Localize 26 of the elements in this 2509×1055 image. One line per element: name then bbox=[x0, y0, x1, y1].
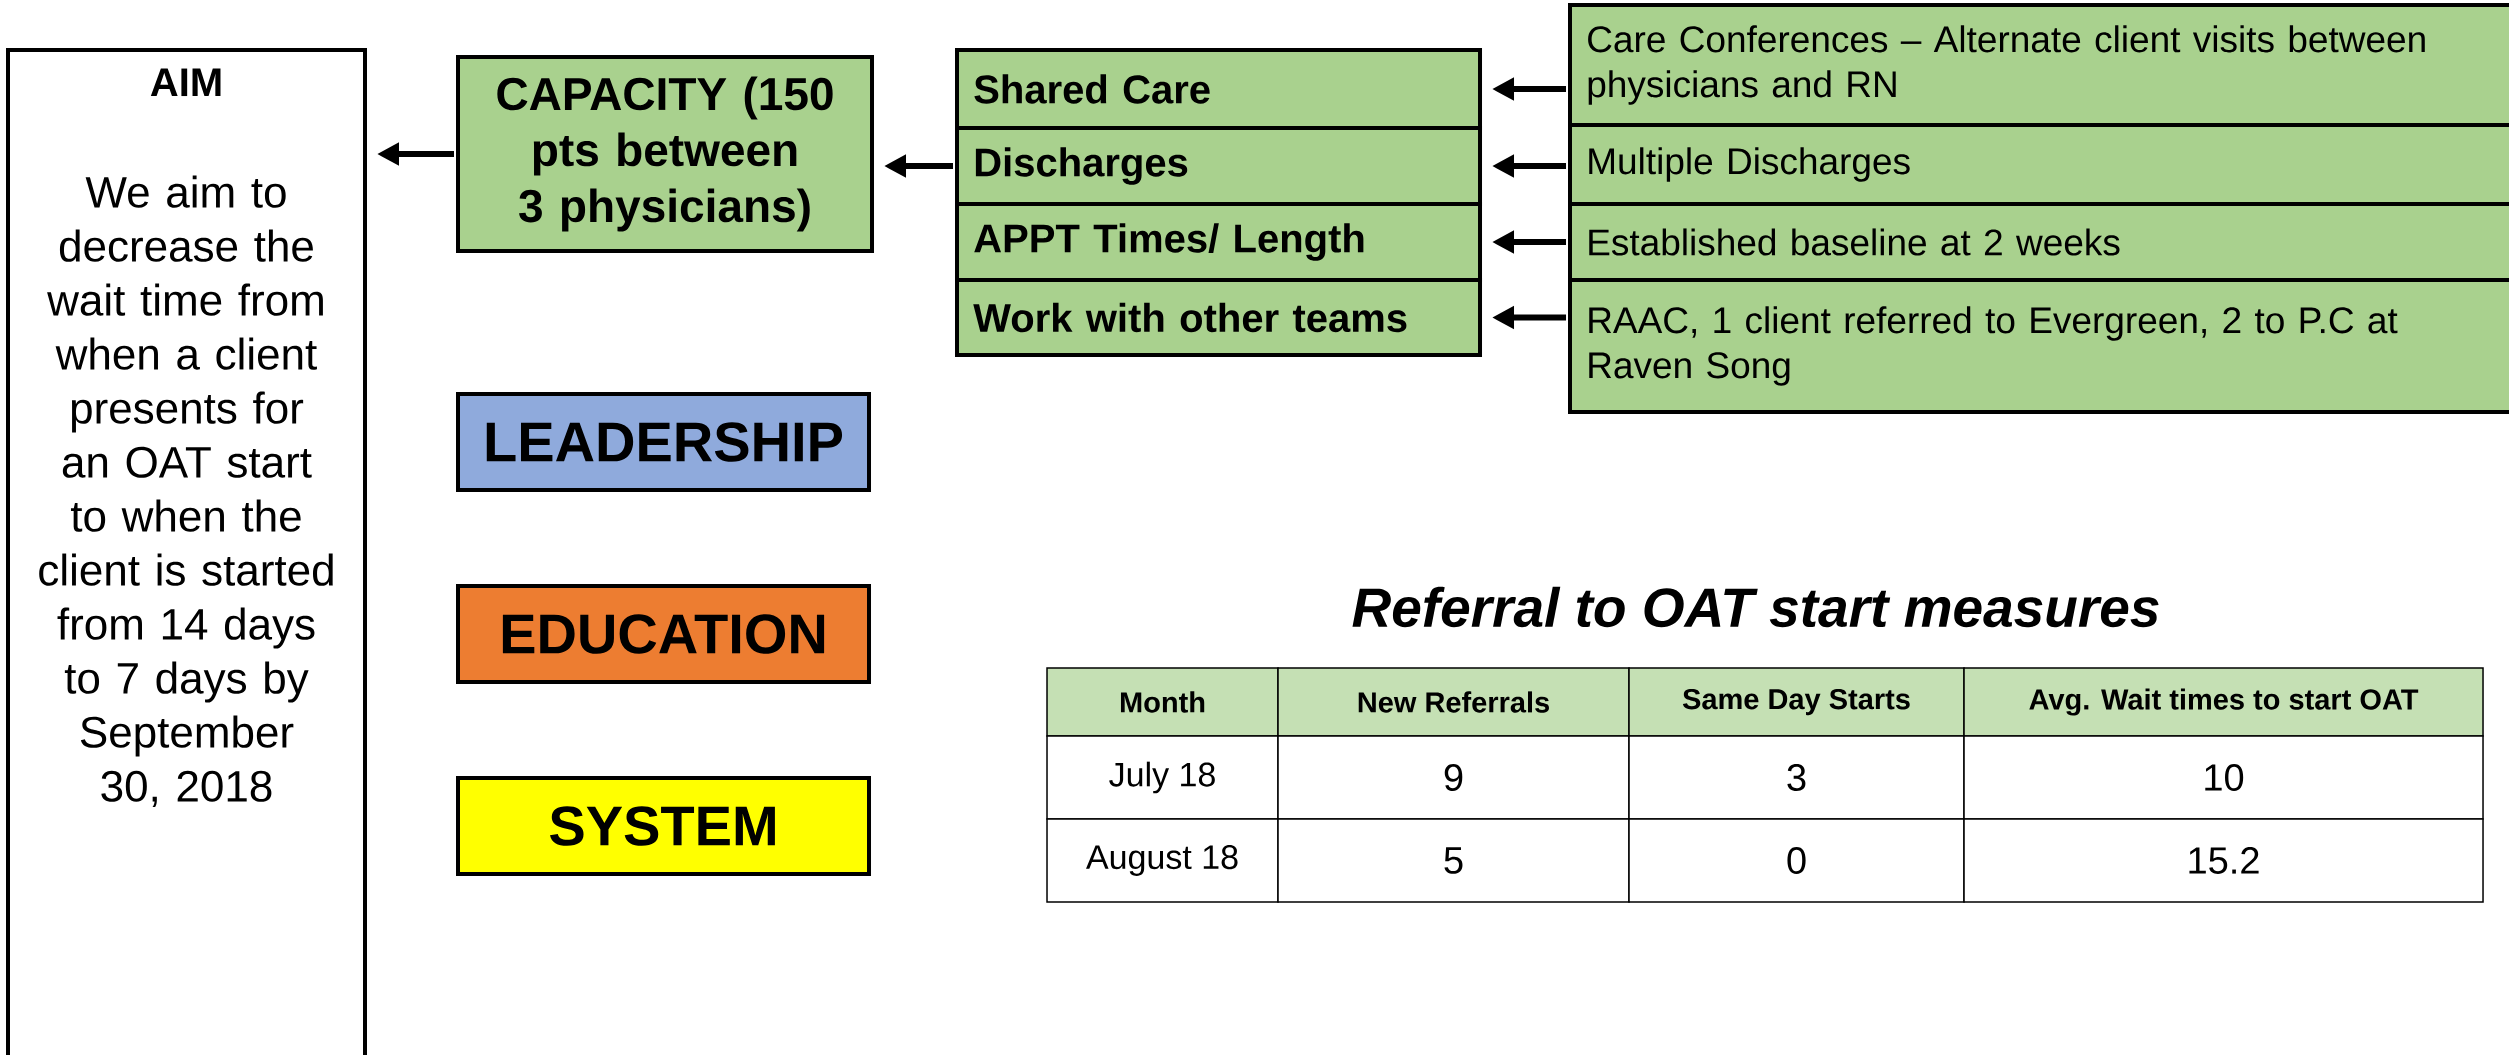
action-box: Multiple Discharges bbox=[1568, 123, 2509, 206]
category-box: LEADERSHIP bbox=[456, 392, 871, 492]
table-cell: 0 bbox=[1628, 818, 1965, 903]
header-cell: Same Day Starts bbox=[1628, 667, 1965, 737]
table-title: Referral to OAT start measures bbox=[1352, 586, 2159, 628]
factor-row: Work with other teams bbox=[955, 278, 1482, 357]
header-cell: Avg. Wait times to start OAT bbox=[1963, 667, 2484, 737]
category-box: SYSTEM bbox=[456, 776, 871, 876]
header-cell: New Referrals bbox=[1277, 667, 1630, 737]
table-cell: July 18 bbox=[1046, 735, 1279, 820]
factor-row: Discharges bbox=[955, 126, 1482, 206]
table-cell: 10 bbox=[1963, 735, 2484, 820]
factor-row: APPT Times/ Length bbox=[955, 202, 1482, 282]
table-cell: 15.2 bbox=[1963, 818, 2484, 903]
process-box: CAPACITY (150 pts between 3 physicians) bbox=[456, 55, 874, 253]
action-box: Care Conferences – Alternate client visits between physicians and RN bbox=[1568, 3, 2509, 127]
category-box: EDUCATION bbox=[456, 584, 871, 684]
header-cell: Month bbox=[1046, 667, 1279, 737]
table-cell: 9 bbox=[1277, 735, 1630, 820]
table-cell: 5 bbox=[1277, 818, 1630, 903]
table-cell: 3 bbox=[1628, 735, 1965, 820]
table-cell: August 18 bbox=[1046, 818, 1279, 903]
action-box: Established baseline at 2 weeks bbox=[1568, 202, 2509, 282]
factor-row: Shared Care bbox=[955, 48, 1482, 130]
action-box: RAAC, 1 client referred to Evergreen, 2 to P.C at Raven Song bbox=[1568, 278, 2509, 414]
aim-box: AIM We aim to decrease the wait time from when a client presents for an OAT start to when the client is started from 14 days to 7 days by September 30, 2018 bbox=[6, 48, 367, 1055]
